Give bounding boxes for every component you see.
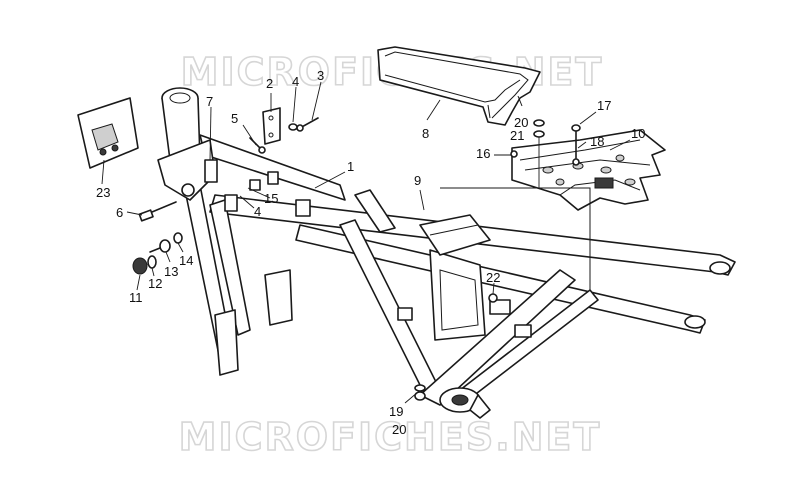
bolt-part-6: [138, 201, 177, 222]
callout-13: 13: [164, 264, 178, 279]
callout-1: 1: [347, 159, 354, 174]
callout-21: 21: [510, 128, 524, 143]
plate-part-7: [204, 159, 218, 183]
bracket-part-2: [262, 107, 281, 145]
washer-part-4: [288, 123, 298, 131]
callout-19: 19: [389, 404, 403, 419]
watermark-bottom: MICROFICHES.NET: [179, 415, 602, 459]
bolt-part-3: [296, 117, 319, 132]
nut-part-11: [132, 257, 148, 275]
callout-4-mid: 4: [254, 204, 261, 219]
callout-labels: 1 2 3 4 4 5 6 7 8 9 10 11 12 13 14 15 16…: [96, 68, 645, 437]
decal-part-23: [77, 97, 139, 169]
callout-11: 11: [129, 290, 143, 305]
main-frame-part-1: [157, 87, 736, 419]
washer-part-19: [414, 384, 426, 392]
callout-2: 2: [266, 76, 273, 91]
callout-3: 3: [317, 68, 324, 83]
clip-part-15: [249, 179, 261, 191]
callout-22: 22: [486, 270, 500, 285]
callout-17: 17: [597, 98, 611, 113]
battery-tray-part-8: [377, 46, 541, 126]
callout-10: 10: [631, 126, 645, 141]
spacer-part-13: [149, 239, 171, 253]
callout-8: 8: [422, 126, 429, 141]
callout-4-top: 4: [292, 74, 299, 89]
washer-part-14: [173, 232, 183, 244]
callout-16: 16: [476, 146, 490, 161]
bolt-part-5: [249, 137, 266, 154]
skid-plate-hardware: [510, 119, 581, 188]
callout-15: 15: [264, 191, 278, 206]
callout-7: 7: [206, 94, 213, 109]
callout-20-top: 20: [514, 115, 528, 130]
callout-18: 18: [590, 134, 604, 149]
callout-6: 6: [116, 205, 123, 220]
callout-20-bottom: 20: [392, 422, 406, 437]
bolt-part-22: [488, 293, 498, 303]
skid-plate-part-10: [511, 129, 666, 211]
callout-12: 12: [148, 276, 162, 291]
washer-part-12: [147, 255, 157, 269]
callout-9: 9: [414, 173, 421, 188]
callout-23: 23: [96, 185, 110, 200]
nut-part-20-bottom: [414, 391, 426, 401]
callout-5: 5: [231, 111, 238, 126]
callout-14: 14: [179, 253, 193, 268]
leader-lines: [101, 81, 631, 404]
